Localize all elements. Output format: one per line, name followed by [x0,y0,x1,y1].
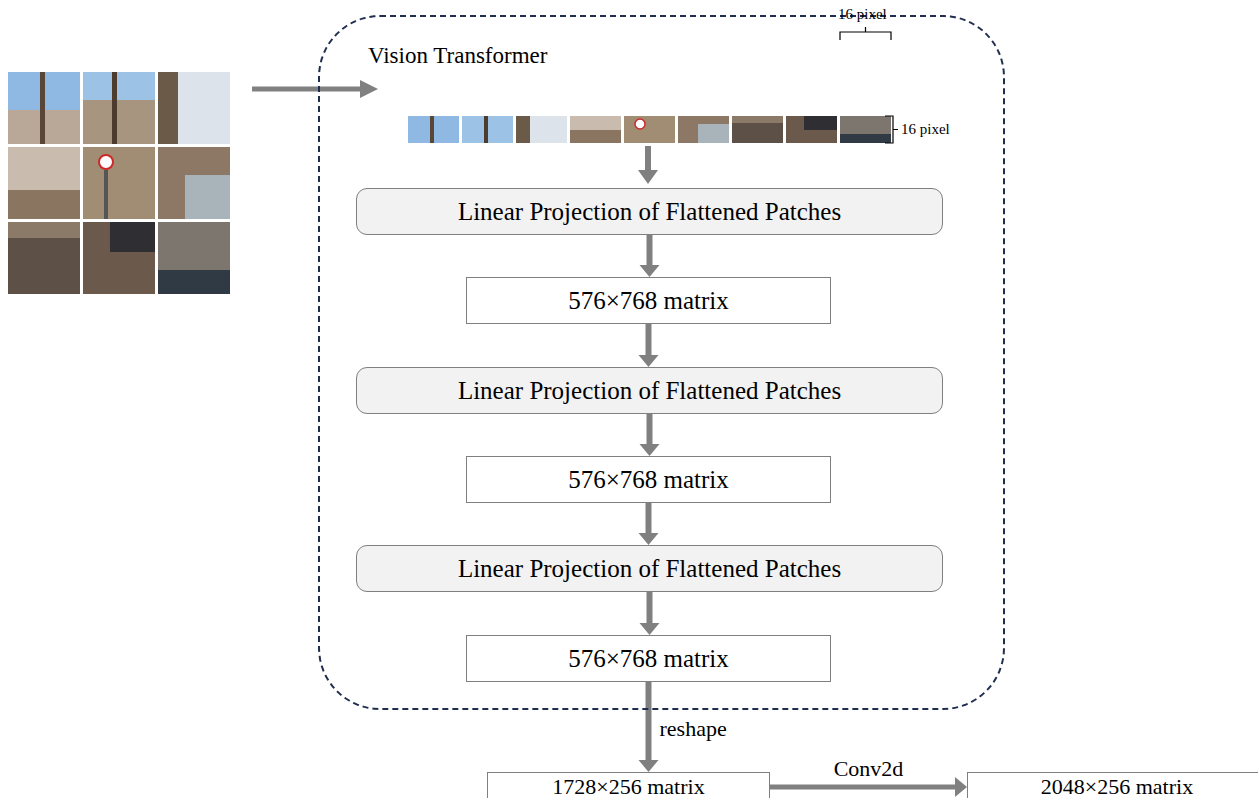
projection-box: Linear Projection of Flattened Patches [356,188,943,235]
connector-arrow [647,235,653,265]
strip-arrow [645,146,651,172]
connector-arrow [646,503,652,533]
arrowhead [955,777,967,797]
patch-strip [408,116,891,143]
arrowhead [640,623,660,635]
box-text: 2048×256 matrix [1041,776,1193,798]
connector-arrow [770,785,955,790]
connector-arrow [646,324,652,355]
box-text: 576×768 matrix [568,287,729,315]
connector-arrow [647,592,653,623]
dimension-label: 16 pixel [901,121,950,138]
arrowhead [639,760,659,772]
vision-transformer-region: Vision TransformerLinear Projection of F… [318,15,1005,710]
edge-label: Conv2d [832,757,906,781]
box-text: Linear Projection of Flattened Patches [458,198,841,226]
arrowhead [640,265,660,277]
matrix-box: 2048×256 matrix [967,772,1258,798]
dimension-label: 16 pixel [838,6,887,23]
edge-label: reshape [658,717,729,741]
arrowhead [640,444,660,456]
input-photo-grid [8,72,230,294]
box-text: 576×768 matrix [568,645,729,673]
connector-arrow [646,682,652,760]
height-bracket [885,116,898,143]
strip-arrowhead [638,170,658,184]
matrix-box: 576×768 matrix [466,635,831,682]
box-text: 576×768 matrix [568,466,729,494]
matrix-box: 1728×256 matrix [487,772,770,798]
input-arrow [252,87,362,92]
width-bracket [840,27,891,40]
projection-box: Linear Projection of Flattened Patches [356,367,943,414]
region-heading: Vision Transformer [368,43,547,69]
arrowhead [639,533,659,545]
projection-box: Linear Projection of Flattened Patches [356,545,943,592]
box-text: 1728×256 matrix [552,776,704,798]
arrowhead [639,355,659,367]
box-text: Linear Projection of Flattened Patches [458,377,841,405]
input-arrowhead [360,80,378,98]
connector-arrow [647,414,653,444]
matrix-box: 576×768 matrix [466,277,831,324]
box-text: Linear Projection of Flattened Patches [458,555,841,583]
matrix-box: 576×768 matrix [466,456,831,503]
